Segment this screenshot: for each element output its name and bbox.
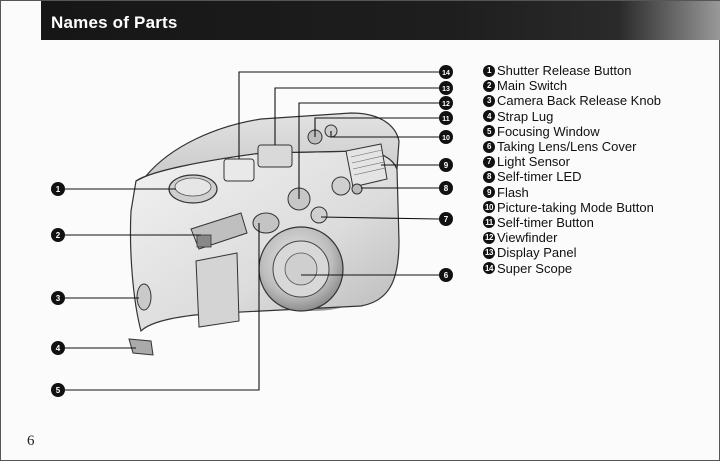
callout-6: 6 (439, 268, 453, 282)
svg-text:5: 5 (56, 386, 61, 395)
svg-text:12: 12 (442, 101, 450, 108)
callout-4: 4 (51, 341, 65, 355)
number-badge: 8 (483, 170, 495, 183)
callout-10: 10 (439, 130, 453, 144)
number-badge: 12 (483, 231, 495, 244)
camera-illustration (128, 112, 400, 356)
svg-text:2: 2 (56, 231, 61, 240)
number-badge: 10 (483, 201, 495, 214)
callout-1: 1 (51, 182, 65, 196)
svg-text:3: 3 (56, 294, 61, 303)
callout-2: 2 (51, 228, 65, 242)
svg-text:14: 14 (442, 70, 450, 77)
number-badge: 3 (483, 94, 495, 107)
part-label: Flash (497, 184, 529, 200)
svg-text:4: 4 (56, 344, 61, 353)
number-badge: 9 (483, 186, 495, 199)
callout-5: 5 (51, 383, 65, 397)
svg-text:1: 1 (56, 185, 61, 194)
svg-text:9: 9 (444, 161, 449, 170)
part-label: Main Switch (497, 78, 568, 94)
callout-7: 7 (439, 212, 453, 226)
part-label: Self-timer Button (497, 214, 594, 230)
callout-12: 12 (439, 96, 453, 110)
callout-8: 8 (439, 181, 453, 195)
svg-text:10: 10 (442, 135, 450, 142)
callout-13: 13 (439, 81, 453, 95)
part-label: Light Sensor (497, 154, 570, 170)
header-bar (41, 1, 720, 40)
number-badge: 13 (483, 246, 495, 259)
part-label: Strap Lug (497, 108, 554, 124)
page-number: 6 (27, 433, 35, 449)
svg-text:13: 13 (442, 86, 450, 93)
leader-lines (65, 71, 440, 391)
number-badge: 1 (483, 64, 495, 77)
part-label: Picture-taking Mode Button (497, 199, 654, 215)
part-label: Camera Back Release Knob (497, 93, 662, 109)
number-badge: 6 (483, 140, 495, 153)
part-label: Focusing Window (497, 123, 600, 139)
callout-14: 14 (439, 65, 453, 79)
callouts: 1 2 3 4 5 6 7 8 9 10 11 12 13 14 (51, 65, 453, 397)
svg-text:7: 7 (444, 215, 449, 224)
number-badge: 7 (483, 155, 495, 168)
svg-text:11: 11 (442, 116, 450, 123)
callout-3: 3 (51, 291, 65, 305)
part-label: Super Scope (497, 260, 573, 276)
number-badge: 14 (483, 262, 495, 275)
part-label: Display Panel (497, 245, 577, 261)
svg-text:6: 6 (444, 271, 449, 280)
part-label: Taking Lens/Lens Cover (497, 139, 637, 155)
number-badge: 11 (483, 216, 495, 229)
number-badge: 2 (483, 79, 495, 92)
part-label: Viewfinder (497, 230, 558, 246)
part-label: Shutter Release Button (497, 63, 632, 79)
page-title: Names of Parts (51, 13, 178, 32)
part-label: Self-timer LED (497, 169, 582, 185)
number-badge: 4 (483, 110, 495, 123)
svg-text:8: 8 (444, 184, 449, 193)
number-badge: 5 (483, 125, 495, 138)
callout-9: 9 (439, 158, 453, 172)
callout-11: 11 (439, 111, 453, 125)
